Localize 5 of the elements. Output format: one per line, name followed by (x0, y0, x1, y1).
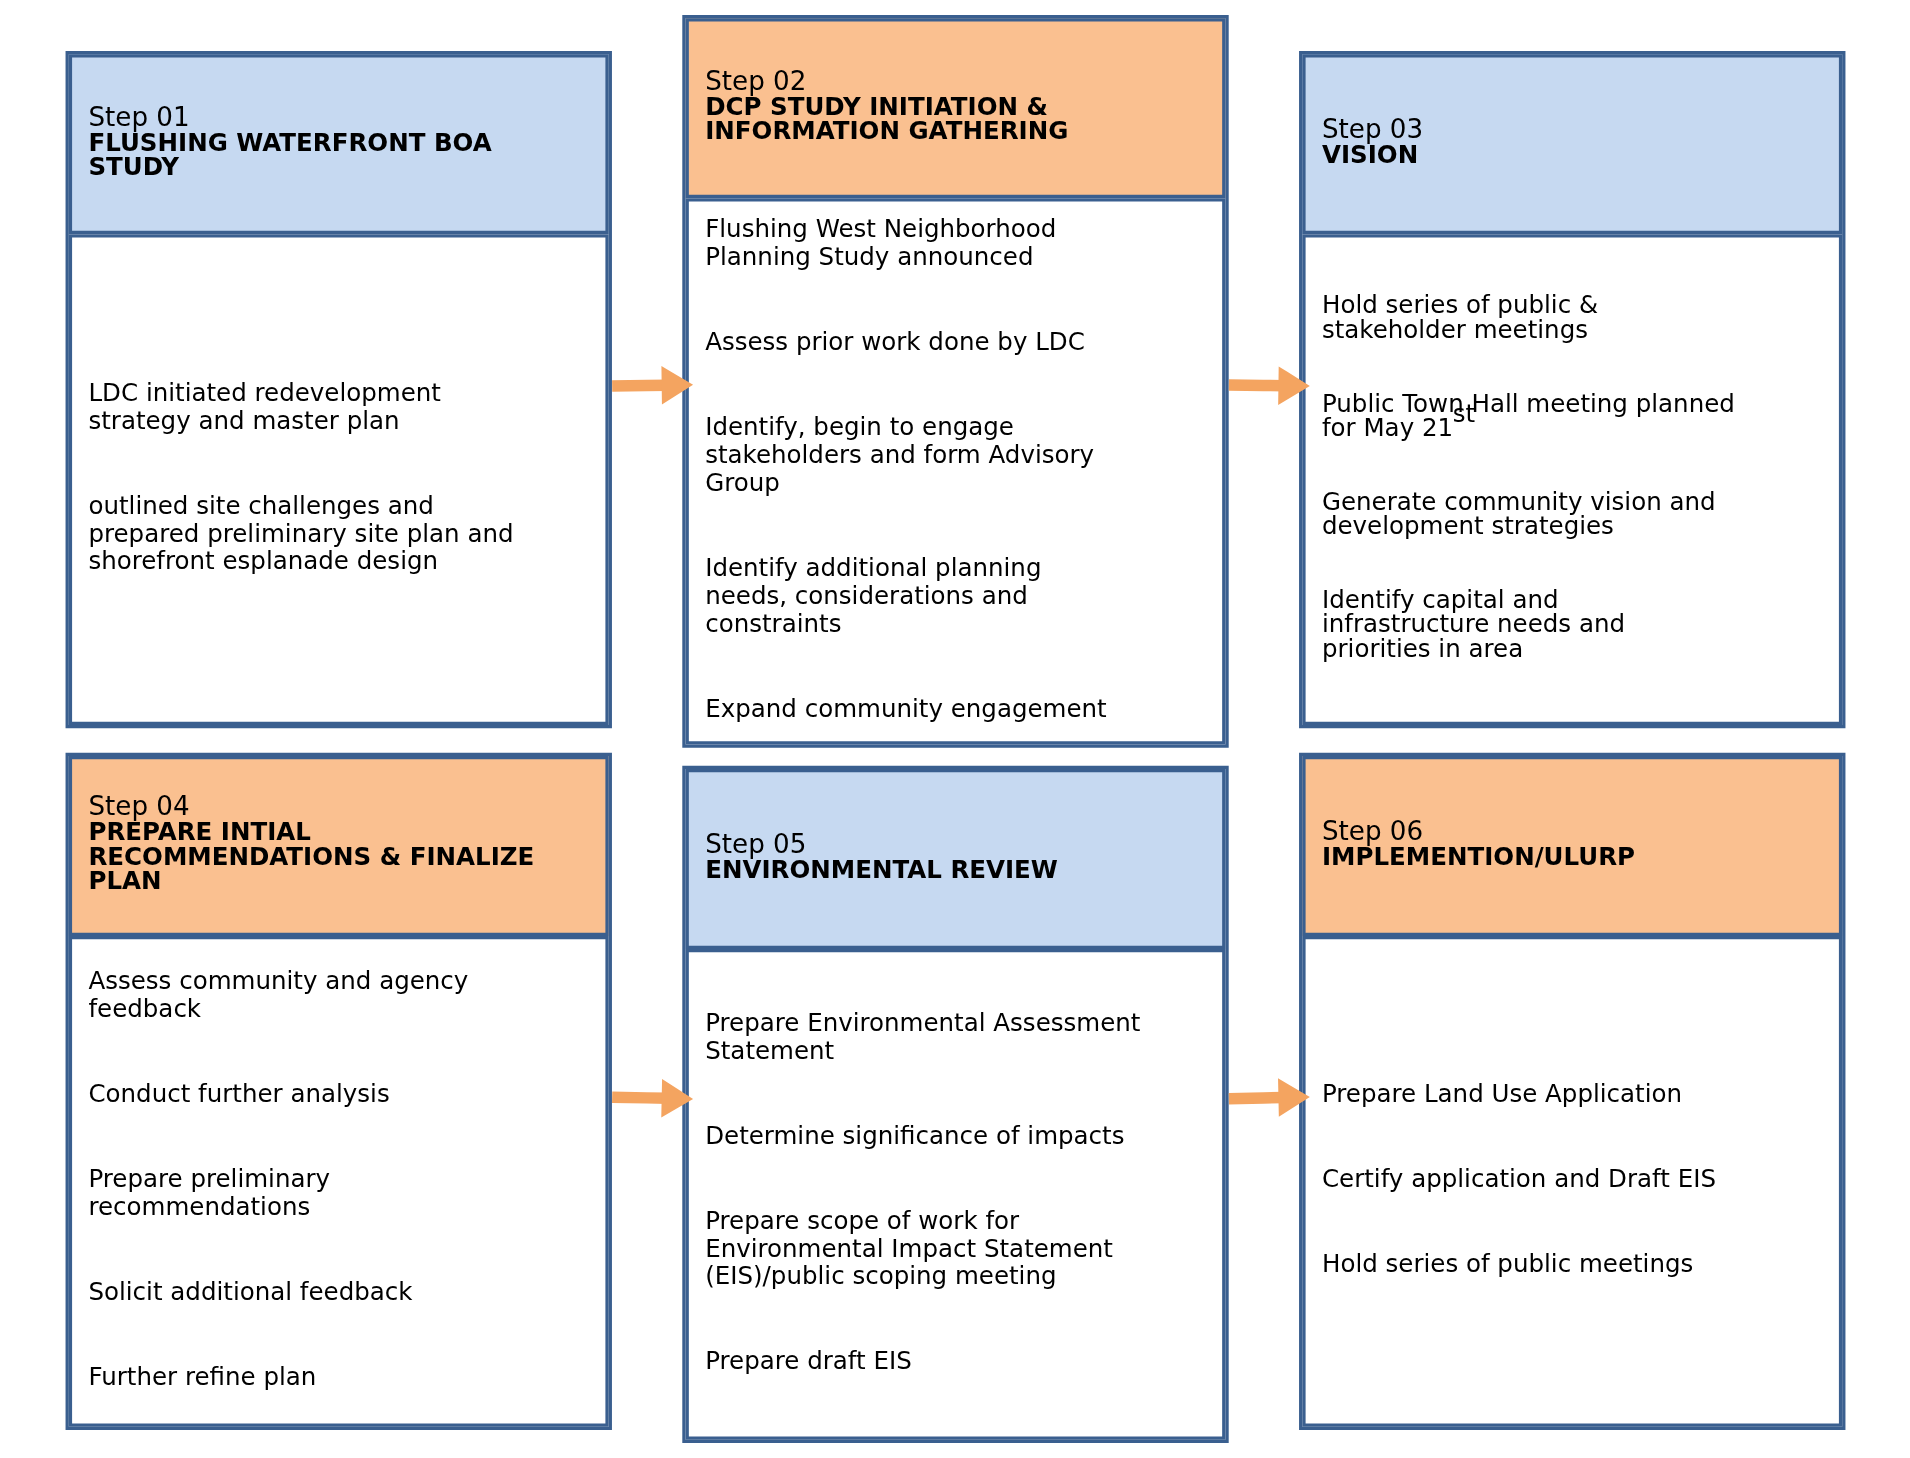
arrow (611, 1078, 693, 1118)
arrow (1228, 1078, 1310, 1117)
arrow (1228, 366, 1310, 405)
arrow (611, 366, 693, 405)
node-box: Step 05 ENVIRONMENTAL REVIEW Prepare Environmental Assessment Statement Determine significance of impacts Prepare scope of work for Environmental Impact Statement (EIS)/public scoping meeting Prepare draft EIS (681, 765, 1229, 1444)
